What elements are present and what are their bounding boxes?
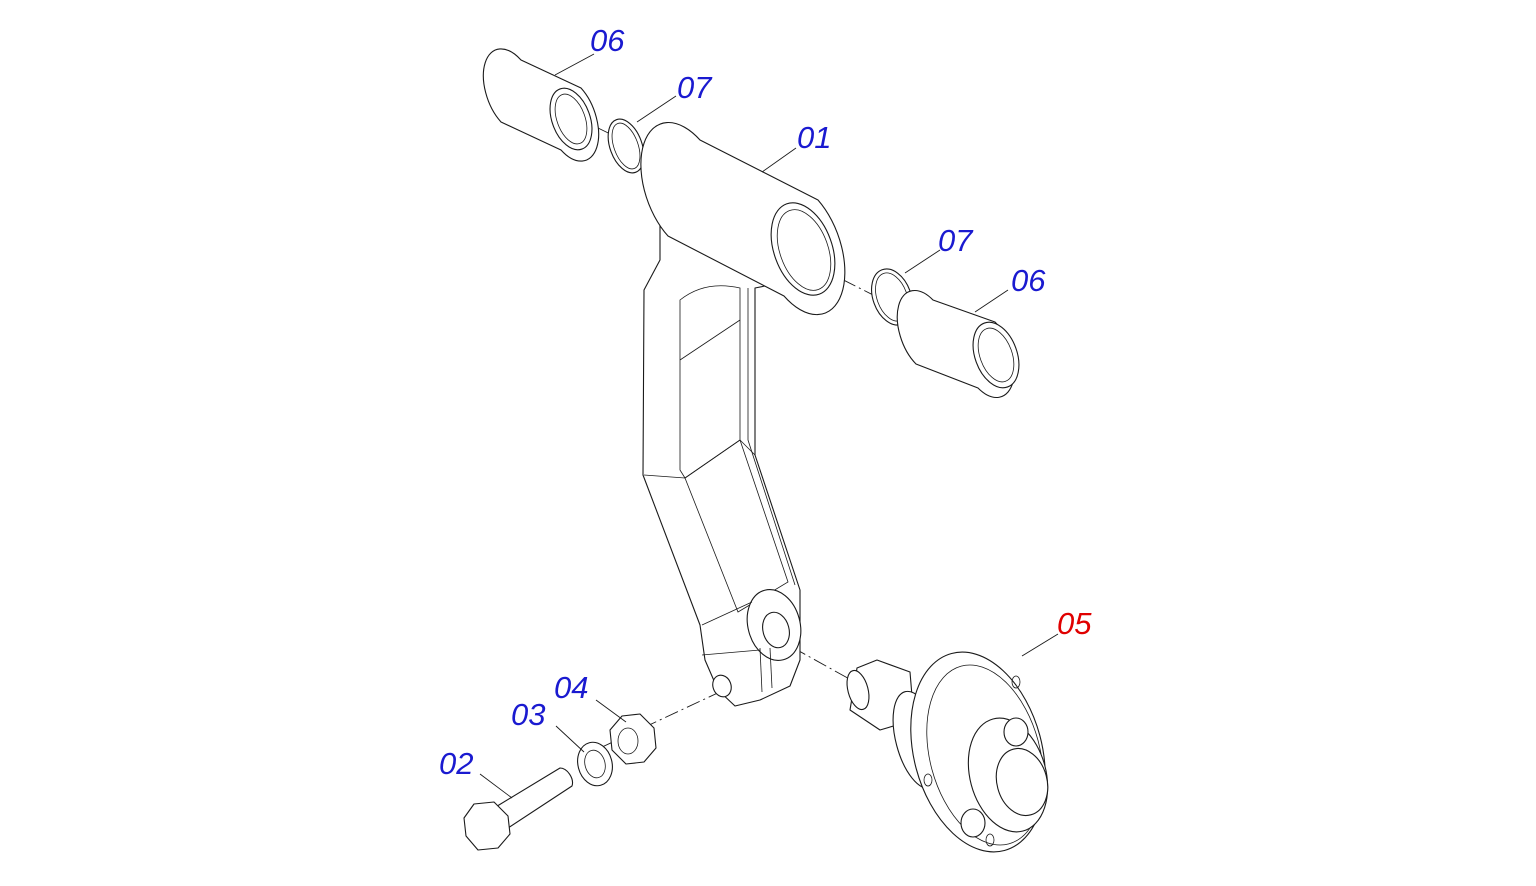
washer-part	[577, 741, 613, 787]
callout-bushing-top: 06	[590, 23, 625, 58]
bushing-right-part	[896, 290, 1020, 399]
bushing-top-part	[482, 48, 600, 162]
callout-ring-right: 07	[938, 223, 974, 258]
callout-bolt: 02	[439, 746, 473, 781]
nut-part	[609, 713, 657, 765]
hub-part	[846, 651, 1049, 853]
callout-hub: 05	[1057, 606, 1092, 641]
ring-top-part	[607, 118, 645, 174]
leader-lines	[479, 53, 1059, 799]
bolt-part	[463, 767, 573, 851]
callout-nut: 04	[554, 670, 588, 705]
callout-bushing-right: 06	[1011, 263, 1046, 298]
callout-ring-top: 07	[677, 70, 713, 105]
callout-washer: 03	[511, 697, 545, 732]
arm-part	[640, 121, 846, 707]
callout-labels: 06 07 01 07 06 05 04 03 02	[439, 23, 1092, 781]
callout-arm: 01	[797, 120, 831, 155]
